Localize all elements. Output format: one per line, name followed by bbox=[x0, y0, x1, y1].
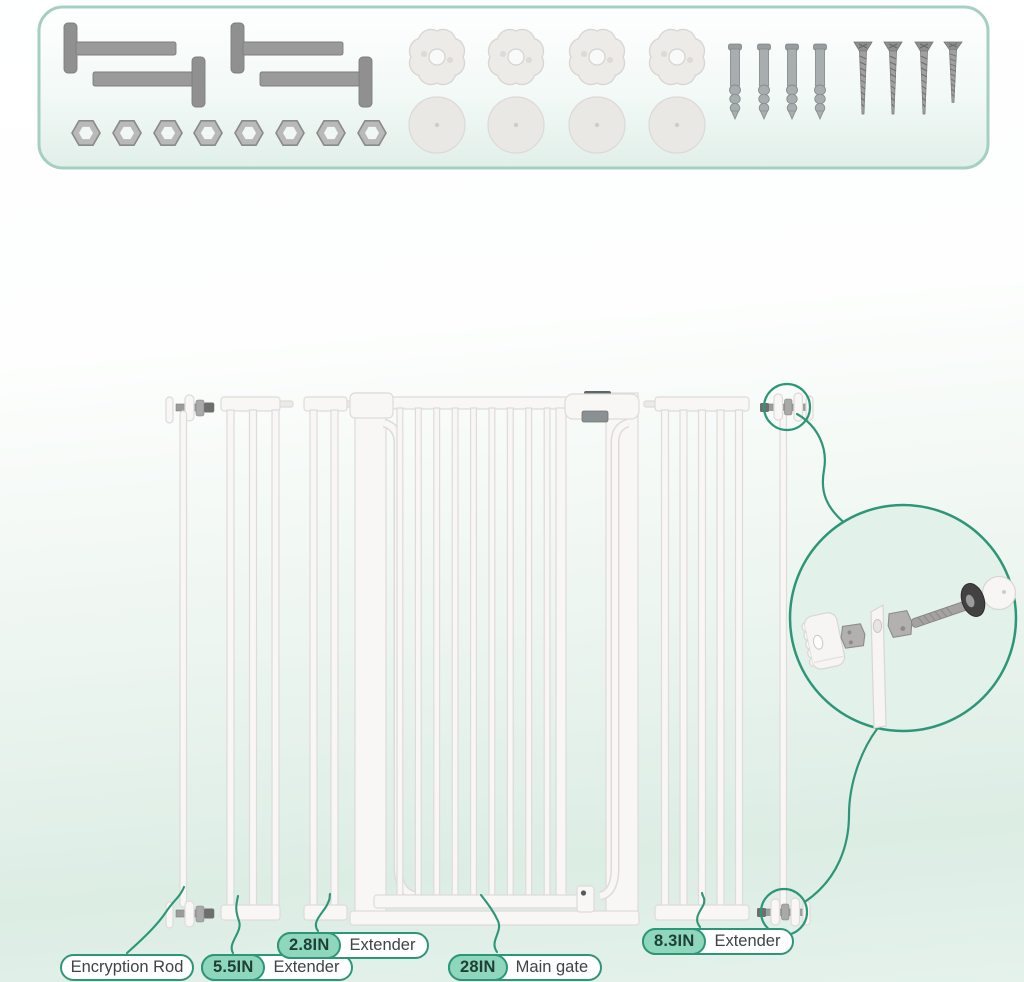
hardware-panel bbox=[37, 5, 990, 170]
gate-bars bbox=[396, 407, 567, 899]
connector-encryption-rod bbox=[125, 885, 186, 955]
exploded-rod-assembly bbox=[801, 575, 1017, 729]
label-main-gate-text: Main gate bbox=[515, 958, 589, 976]
size-badge-5-5in: 5.5IN bbox=[201, 954, 266, 981]
connector-extender-5-5in bbox=[230, 894, 241, 955]
connector-extender-2-8in bbox=[314, 892, 332, 933]
encryption-rod-left bbox=[165, 394, 215, 929]
extender-8-3in-part bbox=[643, 396, 750, 921]
gate-latch-foot bbox=[576, 885, 595, 913]
label-extender-8-3in: 8.3IN Extender bbox=[642, 928, 795, 955]
callout-connector-top bbox=[795, 412, 849, 527]
zoom-source-circle-top bbox=[762, 382, 812, 432]
label-main-gate-28in: 28IN Main gate bbox=[448, 954, 603, 981]
label-extender-2-8in: 2.8IN Extender bbox=[277, 932, 430, 959]
label-extender-5-5in: 5.5IN Extender bbox=[201, 954, 354, 981]
extender-2-8in-part bbox=[303, 396, 360, 921]
wall-cup-side-icon bbox=[981, 575, 1017, 611]
label-extender-2-8in-text: Extender bbox=[349, 936, 416, 954]
label-connectors bbox=[125, 885, 706, 955]
callout-connector-bottom bbox=[804, 727, 879, 903]
connector-extender-8-3in bbox=[696, 891, 706, 929]
gate-illustration bbox=[165, 391, 814, 929]
spindle-knob-side-icon bbox=[801, 612, 846, 670]
size-badge-28in: 28IN bbox=[448, 954, 508, 981]
label-extender-5-5in-text: Extender bbox=[273, 958, 340, 976]
connector-main-gate bbox=[479, 893, 501, 954]
label-encryption-rod-text: Encryption Rod bbox=[70, 958, 184, 976]
wall-cup-dot bbox=[1002, 590, 1006, 594]
encryption-rod-tip bbox=[870, 603, 887, 729]
pressure-bolt-icon bbox=[63, 22, 373, 108]
size-badge-8-3in: 8.3IN bbox=[642, 928, 707, 955]
hex-nut-icon bbox=[887, 610, 913, 638]
extender-5-5in-part bbox=[220, 396, 294, 921]
main-gate-part bbox=[349, 391, 640, 926]
label-encryption-rod: Encryption Rod bbox=[60, 954, 194, 981]
rubber-washer-icon bbox=[960, 583, 986, 617]
size-badge-2-8in: 2.8IN bbox=[277, 932, 342, 959]
label-extender-8-3in-text: Extender bbox=[714, 932, 781, 950]
threaded-rod-icon bbox=[911, 598, 976, 628]
gate-latch-handle bbox=[564, 391, 640, 423]
hex-nut-icon bbox=[840, 623, 866, 649]
detail-callout bbox=[759, 382, 1018, 937]
encryption-rod-right bbox=[757, 392, 814, 927]
